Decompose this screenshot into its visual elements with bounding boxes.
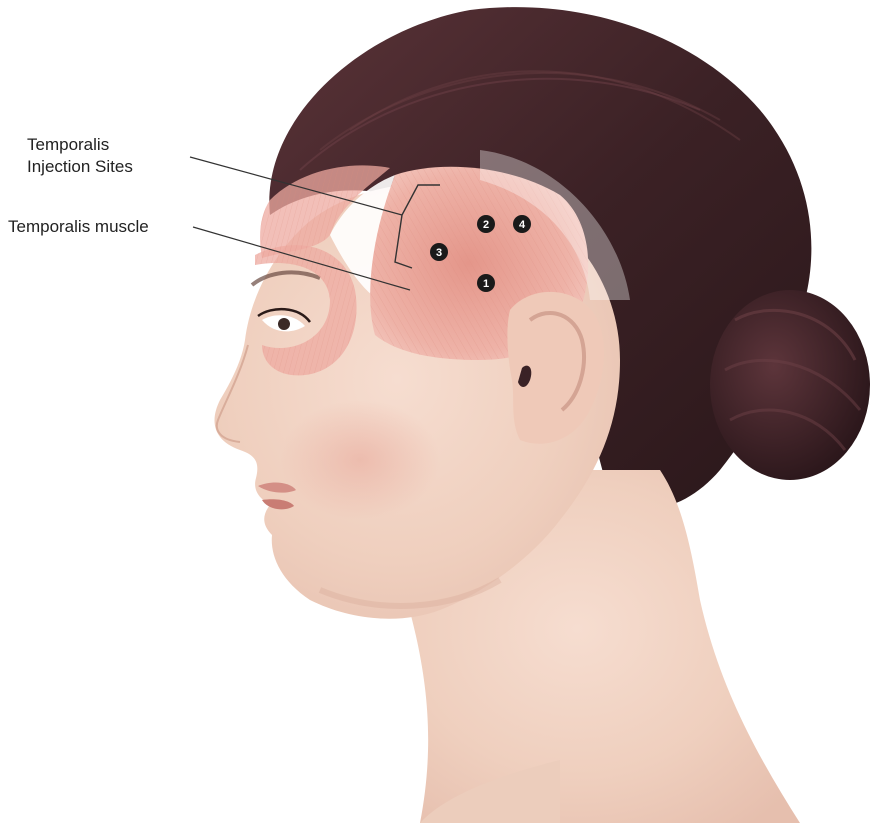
temporalis-muscle-label: Temporalis muscle	[8, 216, 149, 238]
injection-site-marker-4: 4	[513, 215, 531, 233]
injection-site-marker-3: 3	[430, 243, 448, 261]
injection-site-number: 1	[483, 278, 489, 290]
injection-sites-label-line1: Temporalis	[27, 134, 133, 156]
injection-sites-label-line2: Injection Sites	[27, 156, 133, 178]
injection-site-marker-1: 1	[477, 274, 495, 292]
injection-site-number: 3	[436, 247, 442, 259]
injection-site-number: 4	[519, 219, 526, 231]
hair-bun	[710, 290, 870, 480]
injection-site-number: 2	[483, 219, 489, 231]
injection-sites-label: Temporalis Injection Sites	[27, 134, 133, 178]
injection-site-marker-2: 2	[477, 215, 495, 233]
